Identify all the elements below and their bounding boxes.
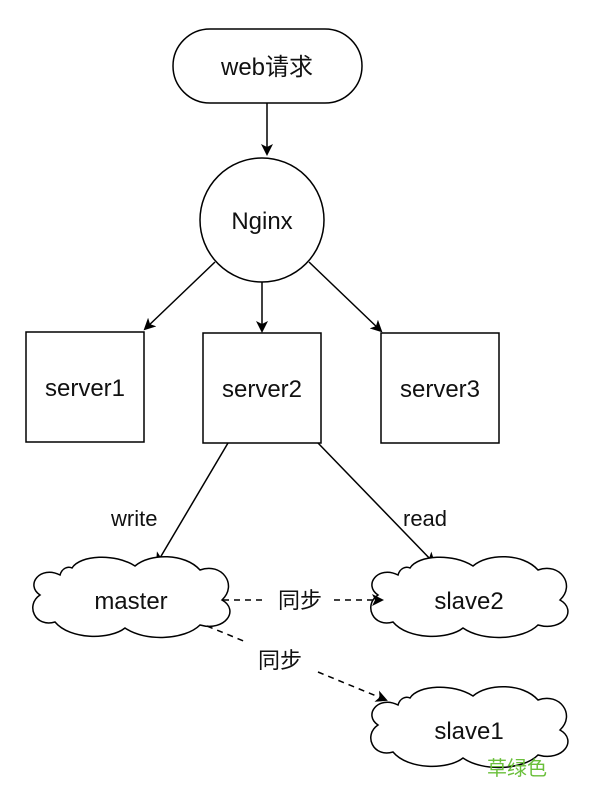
- edge-master-to-slave1: [206, 625, 247, 643]
- nginx-label: Nginx: [231, 208, 292, 235]
- master-node: master: [32, 555, 231, 639]
- nginx-node: Nginx: [199, 157, 325, 283]
- slave1-node: slave1: [370, 685, 569, 769]
- watermark-text: 草绿色: [487, 756, 547, 780]
- server2-label: server2: [222, 376, 302, 403]
- server3-node: server3: [380, 332, 500, 444]
- web-request-label: web请求: [220, 54, 313, 81]
- web-request-node: web请求: [172, 28, 363, 104]
- slave2-label: slave2: [434, 588, 503, 615]
- server1-label: server1: [45, 375, 125, 402]
- edge-nginx-to-server3: [308, 261, 383, 333]
- slave2-node: slave2: [370, 555, 569, 639]
- edge-server2-to-slave2: [317, 442, 436, 565]
- edge-master-to-slave1-tail: [317, 671, 388, 702]
- server3-label: server3: [400, 376, 480, 403]
- write-label: write: [110, 506, 157, 531]
- sync-slave1-label: 同步: [258, 648, 302, 673]
- slave1-label: slave1: [434, 718, 503, 745]
- master-label: master: [94, 588, 167, 615]
- server2-node: server2: [202, 332, 322, 444]
- sync-slave2-label: 同步: [278, 588, 322, 613]
- read-label: read: [403, 506, 447, 531]
- edge-nginx-to-server1: [143, 261, 216, 331]
- edge-server2-to-master: [155, 442, 229, 565]
- server1-node: server1: [25, 331, 145, 443]
